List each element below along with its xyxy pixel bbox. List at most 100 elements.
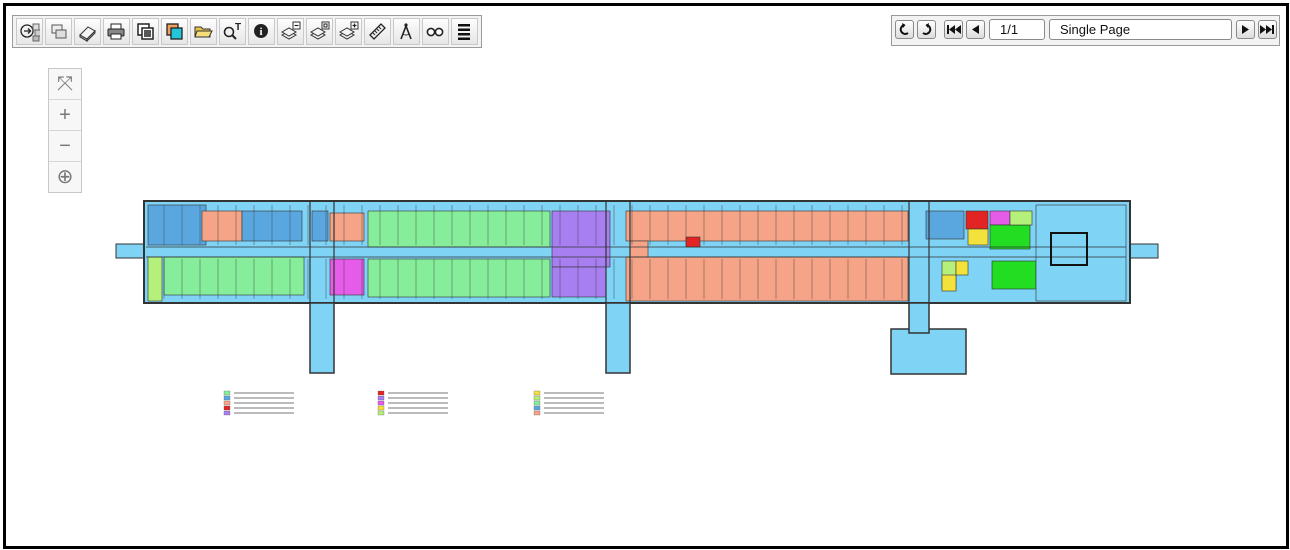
go-to-button[interactable] — [16, 18, 43, 45]
remove-layer-button[interactable] — [277, 18, 304, 45]
zone-1 — [147, 204, 207, 246]
corridor-walls — [146, 246, 1126, 258]
rotate-left-icon — [899, 23, 909, 35]
zone-19 — [989, 210, 1011, 226]
svg-text:T: T — [235, 22, 241, 33]
info-icon: i — [254, 24, 268, 38]
first-page-button[interactable] — [944, 20, 963, 39]
remove-layer-icon — [280, 21, 301, 40]
zone-2 — [147, 256, 163, 302]
eraser-button[interactable] — [74, 18, 101, 45]
zone-7 — [329, 212, 365, 242]
zone-12 — [551, 266, 607, 298]
zone-13 — [625, 210, 909, 242]
zoom-out-icon: − — [59, 135, 71, 157]
page-number-input[interactable]: 1/1 — [989, 19, 1045, 40]
previous-page-button[interactable] — [966, 20, 985, 39]
find-text-button[interactable]: T — [219, 18, 246, 45]
legend-swatch — [377, 395, 385, 401]
legend-swatch — [533, 405, 541, 411]
legend-text-line — [388, 402, 448, 404]
color-window-button[interactable] — [161, 18, 188, 45]
stair-wing-1 — [309, 302, 335, 374]
next-page-button[interactable] — [1236, 20, 1255, 39]
zone-3 — [163, 256, 305, 296]
eraser-icon — [79, 26, 96, 42]
zone-20 — [989, 224, 1031, 250]
compass-button[interactable] — [393, 18, 420, 45]
legend-text-line — [544, 402, 604, 404]
elevator-shaft — [1050, 232, 1088, 266]
last-page-button[interactable] — [1258, 20, 1277, 39]
legend-text-line — [388, 392, 448, 394]
core-walls — [309, 201, 930, 303]
zone-16 — [685, 236, 701, 248]
legend-text-line — [234, 407, 294, 409]
legend-text-line — [234, 397, 294, 399]
zoom-out-button[interactable]: − — [49, 131, 81, 162]
stair-wing-3 — [890, 328, 967, 375]
menu-icon — [458, 24, 470, 40]
rotate-right-button[interactable] — [917, 20, 936, 39]
legend-swatch — [223, 400, 231, 406]
menu-button[interactable] — [451, 18, 478, 45]
layers-icon — [51, 24, 67, 39]
legend-swatch — [377, 405, 385, 411]
binoculars-button[interactable] — [422, 18, 449, 45]
info-button[interactable]: i — [248, 18, 275, 45]
legend-swatch — [223, 395, 231, 401]
svg-text:i: i — [259, 26, 262, 38]
legend-swatch — [377, 410, 385, 416]
window-overlay-button[interactable] — [132, 18, 159, 45]
open-folder-button[interactable] — [190, 18, 217, 45]
zone-21 — [1009, 210, 1033, 226]
go-to-icon — [20, 23, 40, 42]
print-icon — [107, 23, 125, 40]
layers-button[interactable] — [45, 18, 72, 45]
previous-page-icon — [972, 25, 979, 34]
binoculars-icon — [426, 27, 444, 37]
legend-text-line — [234, 412, 294, 414]
zoom-in-icon: + — [59, 104, 71, 126]
legend-swatch — [223, 390, 231, 396]
zone-15 — [629, 240, 649, 258]
next-page-icon — [1242, 25, 1249, 34]
legend-swatch — [223, 410, 231, 416]
zone-25 — [941, 274, 957, 292]
zoom-window-icon: ⊕ — [56, 166, 74, 188]
legend-text-line — [388, 397, 448, 399]
legend-text-line — [234, 402, 294, 404]
toggle-layer-button[interactable] — [306, 18, 333, 45]
add-layer-button[interactable] — [335, 18, 362, 45]
toggle-layer-icon — [309, 21, 330, 40]
legend-text-line — [388, 412, 448, 414]
zone-9 — [367, 210, 551, 248]
zone-10 — [367, 258, 551, 298]
legend-text-line — [544, 407, 604, 409]
floor-plan-drawing[interactable] — [106, 191, 1166, 431]
print-button[interactable] — [103, 18, 130, 45]
add-layer-icon — [338, 21, 359, 40]
room-partitions — [163, 205, 903, 299]
zone-4 — [201, 210, 243, 242]
legend-swatch — [223, 405, 231, 411]
legend-swatch — [377, 390, 385, 396]
measure-ruler-button[interactable] — [364, 18, 391, 45]
zoom-window-button[interactable]: ⊕ — [49, 162, 81, 192]
measure-ruler-icon — [369, 23, 386, 40]
stair-wing-3-link — [908, 302, 930, 334]
zone-26 — [991, 260, 1037, 290]
rotate-left-button[interactable] — [895, 20, 914, 39]
zoom-extents-button[interactable]: ⤧ — [49, 69, 81, 100]
legend-text-line — [388, 407, 448, 409]
view-mode-select[interactable]: Single Page — [1049, 19, 1232, 40]
window-overlay-icon — [137, 23, 154, 40]
first-page-icon — [947, 25, 961, 34]
zoom-in-button[interactable]: + — [49, 100, 81, 131]
zone-6 — [311, 210, 329, 242]
zoom-controls: ⤧ + − ⊕ — [48, 68, 82, 193]
zone-18 — [965, 210, 989, 230]
legend-text-line — [234, 392, 294, 394]
